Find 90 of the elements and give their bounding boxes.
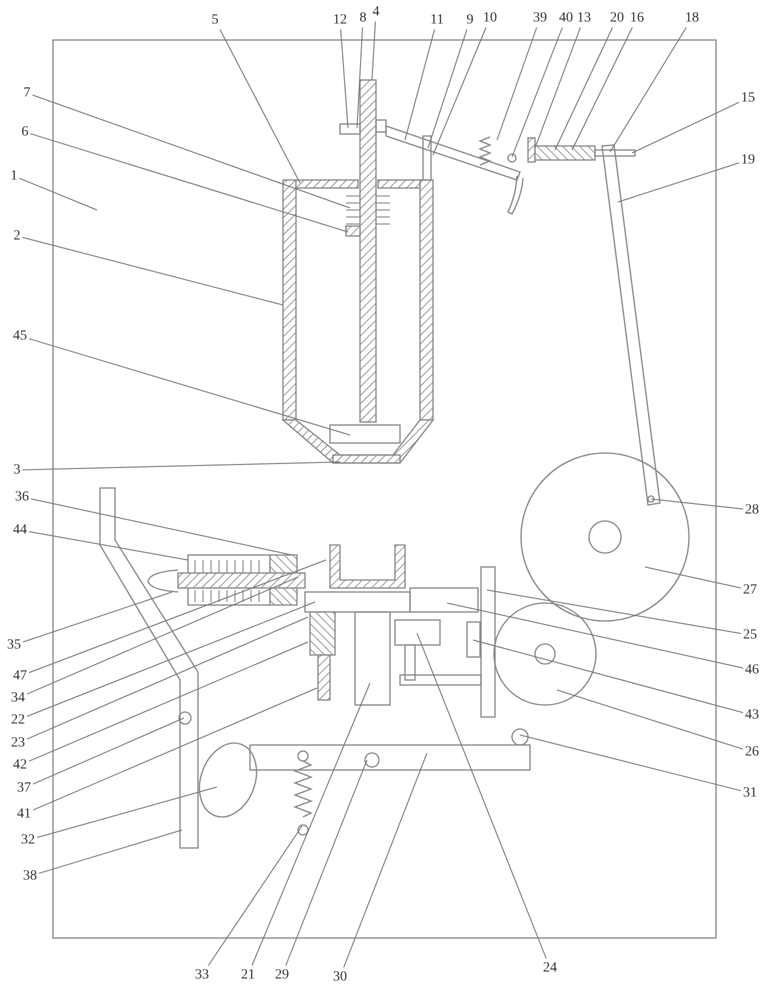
- callout-number: 20: [610, 10, 624, 26]
- leader-line: [26, 616, 308, 740]
- leader-line: [38, 830, 182, 874]
- callout-number: 44: [13, 522, 27, 538]
- callout-number: 33: [195, 968, 209, 982]
- leader-line: [618, 162, 740, 202]
- callout-number: 43: [745, 708, 759, 722]
- leader-line: [520, 734, 742, 792]
- leader-line: [512, 27, 563, 158]
- leader-line: [22, 462, 340, 470]
- callout-number: 2: [14, 228, 20, 244]
- leader-line: [208, 826, 302, 966]
- callout-number: 10: [483, 10, 497, 26]
- leader-line: [252, 682, 370, 966]
- leader-line: [32, 688, 318, 811]
- callout-number: 35: [7, 638, 21, 652]
- leader-line: [632, 102, 740, 154]
- leader-line: [644, 566, 742, 588]
- callout-number: 3: [14, 462, 20, 478]
- callout-number: 32: [21, 832, 35, 848]
- callout-number: 27: [743, 582, 757, 598]
- leader-line: [28, 338, 350, 436]
- leader-line: [650, 498, 744, 510]
- leader-line: [28, 531, 188, 560]
- leader-line: [534, 27, 581, 148]
- leader-line: [572, 27, 633, 150]
- callout-number: 31: [743, 786, 757, 800]
- leader-line: [22, 592, 172, 642]
- leader-line: [26, 576, 298, 695]
- leader-line: [446, 602, 744, 668]
- callout-number: 21: [241, 968, 255, 982]
- leader-line: [486, 590, 742, 634]
- leader-line: [32, 718, 184, 785]
- leader-line: [30, 133, 348, 232]
- leader-line: [22, 236, 284, 306]
- leader-line: [220, 29, 300, 184]
- leader-line: [285, 760, 368, 966]
- callout-number: 18: [685, 10, 699, 26]
- callout-number: 29: [275, 968, 289, 982]
- callout-number: 25: [743, 628, 757, 642]
- callout-number: 46: [745, 662, 759, 678]
- leader-line: [404, 29, 435, 140]
- leader-line: [432, 27, 486, 156]
- leader-line: [32, 94, 350, 208]
- leader-line: [416, 632, 547, 959]
- callout-number: 22: [11, 712, 25, 728]
- leader-line: [28, 642, 308, 762]
- leader-line: [19, 178, 98, 210]
- callout-number: 8: [360, 10, 366, 26]
- leader-line: [343, 752, 428, 968]
- leader-line: [610, 27, 687, 152]
- leader-line: [554, 27, 613, 150]
- callout-number: 39: [533, 10, 547, 26]
- callout-number: 36: [15, 490, 29, 504]
- leader-line: [340, 29, 348, 128]
- leader-line: [372, 21, 376, 80]
- leader-line: [356, 27, 363, 128]
- callout-number: 38: [23, 868, 37, 884]
- callout-number: 1: [10, 168, 18, 184]
- callout-number: 28: [745, 502, 759, 518]
- callout-number: 13: [577, 10, 591, 26]
- leader-line: [26, 602, 316, 717]
- callout-number: 11: [430, 12, 444, 28]
- callout-number: 26: [745, 744, 759, 760]
- callout-number: 37: [17, 780, 31, 796]
- callout-number: 9: [466, 12, 474, 28]
- callout-number: 19: [741, 152, 755, 168]
- leader-line: [428, 29, 468, 148]
- leader-line: [28, 560, 326, 674]
- leader-line: [30, 498, 292, 556]
- callout-number: 40: [559, 10, 573, 26]
- callout-number: 23: [11, 736, 25, 750]
- callout-number: 24: [543, 960, 557, 976]
- callout-number: 15: [741, 90, 755, 106]
- callout-number: 34: [11, 690, 25, 706]
- callout-number: 16: [630, 10, 644, 26]
- callout-number: 6: [22, 124, 28, 140]
- callout-number: 7: [24, 86, 30, 100]
- leader-line: [36, 786, 218, 838]
- leader-line: [496, 27, 538, 140]
- callout-number: 4: [372, 4, 380, 20]
- callout-number: 47: [13, 668, 27, 684]
- callout-number: 41: [17, 806, 31, 822]
- leader-line: [556, 690, 744, 750]
- callout-number: 12: [333, 12, 347, 28]
- callout-number: 30: [333, 970, 347, 984]
- callout-number: 5: [212, 12, 218, 28]
- callout-number: 42: [13, 758, 27, 772]
- callout-number: 45: [13, 328, 27, 344]
- leader-line: [472, 640, 744, 714]
